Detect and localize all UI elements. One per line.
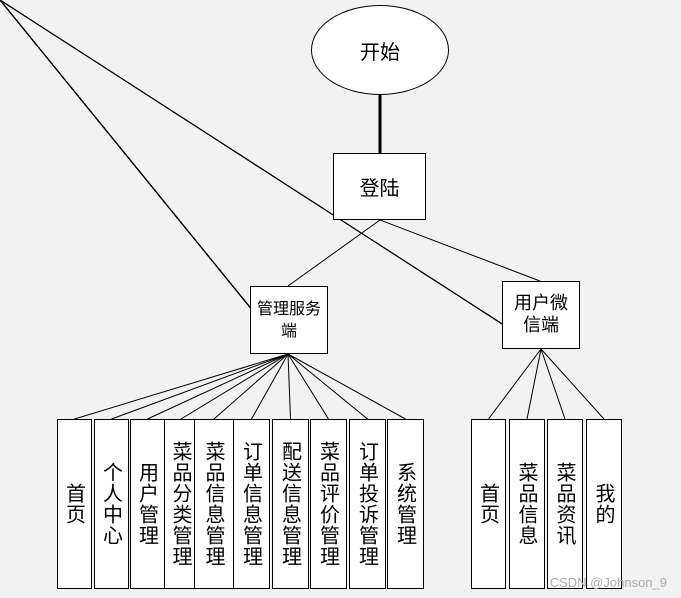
wechat-module-label: 菜品信息: [515, 462, 539, 546]
admin-module-label: 系统管理: [393, 462, 418, 546]
connector-line: [111, 353, 289, 420]
wechat-label: 用户微信端: [514, 293, 568, 336]
admin-node: 管理服务端: [250, 286, 328, 354]
admin-module-label: 用户管理: [135, 462, 160, 546]
wechat-module-label: 我的: [592, 483, 616, 525]
admin-module-dish-category: 菜品分类管理: [164, 419, 198, 589]
admin-module-label: 个人中心: [99, 462, 124, 546]
connector-line: [488, 348, 542, 420]
connector-line: [213, 353, 289, 420]
admin-module-label: 菜品分类管理: [169, 441, 193, 567]
connector-login-admin: [287, 219, 381, 287]
admin-module-dish-info: 菜品信息管理: [194, 419, 234, 589]
wechat-connectors: [0, 0, 605, 420]
admin-module-label: 订单信息管理: [239, 441, 264, 567]
connector-line: [540, 348, 566, 420]
wechat-module-dish-info: 菜品信息: [509, 419, 545, 589]
admin-module-label: 订单投诉管理: [355, 441, 380, 567]
connector-line: [180, 353, 289, 420]
login-node: 登陆: [333, 153, 426, 220]
connector-line: [74, 353, 289, 420]
admin-module-system: 系统管理: [387, 419, 424, 589]
admin-module-label: 配送信息管理: [278, 441, 303, 567]
login-label: 登陆: [359, 176, 400, 200]
connector-line: [251, 353, 289, 420]
admin-module-order-complaint: 订单投诉管理: [349, 419, 386, 589]
watermark: CSDN @Johnson_9: [549, 575, 667, 590]
connector-line: [287, 353, 368, 420]
connector-line: [287, 353, 291, 420]
connector-line: [0, 0, 542, 350]
wechat-module-home: 首页: [471, 419, 506, 589]
admin-module-dish-review: 菜品评价管理: [310, 419, 347, 589]
start-node: 开始: [311, 5, 449, 95]
admin-label: 管理服务端: [256, 299, 321, 340]
connector-line: [287, 353, 329, 420]
admin-module-users: 用户管理: [130, 419, 165, 589]
admin-module-order-info: 订单信息管理: [233, 419, 270, 589]
wechat-module-dish-news: 菜品资讯: [547, 419, 583, 589]
connector-line: [287, 353, 406, 420]
admin-module-label: 菜品信息管理: [202, 441, 226, 567]
admin-module-home: 首页: [57, 419, 92, 589]
wechat-module-label: 首页: [476, 483, 501, 525]
wechat-node: 用户微信端: [502, 281, 580, 349]
connector-line: [540, 348, 605, 420]
connector-line: [147, 353, 289, 420]
admin-module-delivery-info: 配送信息管理: [272, 419, 309, 589]
start-label: 开始: [360, 39, 400, 64]
admin-module-label: 菜品评价管理: [316, 441, 341, 567]
admin-module-profile: 个人中心: [94, 419, 129, 589]
connector-line: [0, 0, 289, 355]
admin-module-label: 首页: [62, 483, 87, 525]
wechat-module-label: 菜品资讯: [553, 462, 577, 546]
admin-connectors: [0, 0, 406, 420]
connector-login-wechat: [379, 219, 541, 282]
connector-line: [526, 348, 542, 420]
wechat-module-mine: 我的: [586, 419, 622, 589]
